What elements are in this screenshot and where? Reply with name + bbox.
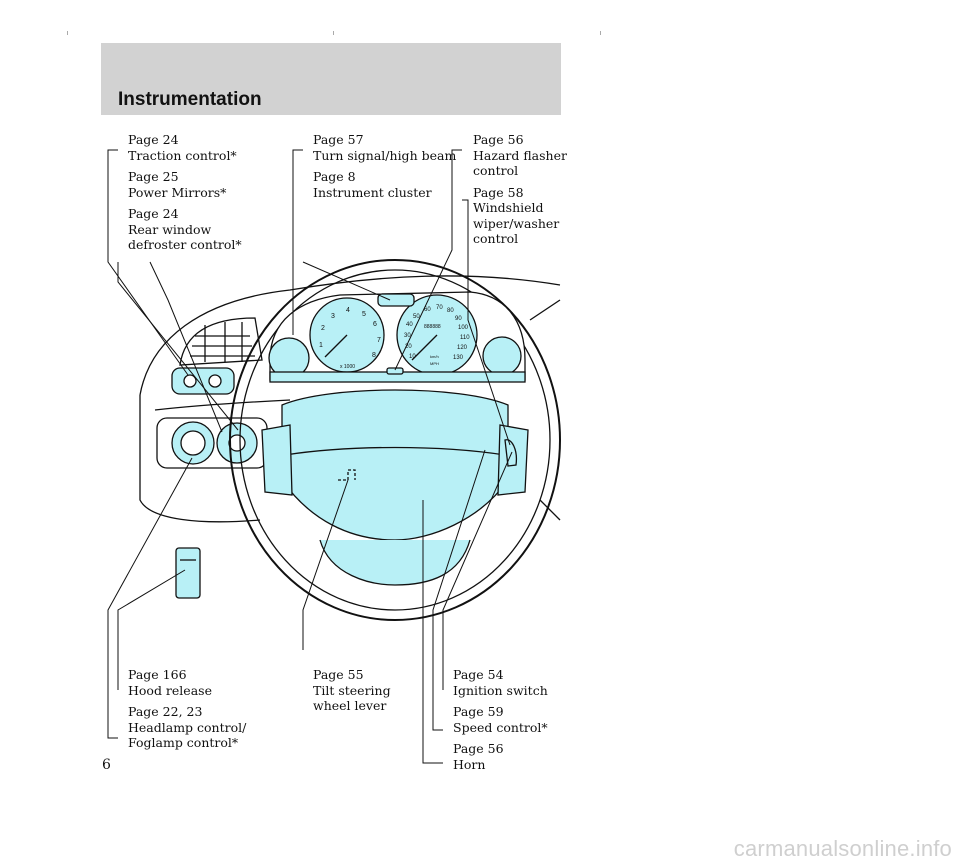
callout-turn-signal: Page 57 Turn signal/high beam bbox=[313, 132, 456, 163]
callout-label: Foglamp control* bbox=[128, 735, 239, 750]
callout-label: control bbox=[473, 231, 519, 246]
callout-label: Tilt steering bbox=[313, 682, 391, 698]
callout-rear-defroster: Page 24 Rear window defroster control* bbox=[128, 206, 242, 253]
callout-page: Page 166 bbox=[128, 667, 187, 682]
callout-windshield-wiper: Page 58 Windshield wiper/washer control bbox=[473, 185, 567, 247]
callout-label: Instrument cluster bbox=[313, 184, 432, 200]
callout-label: Hazard flasher bbox=[473, 147, 567, 163]
callout-group-top-center: Page 57 Turn signal/high beam Page 8 Ins… bbox=[313, 132, 456, 206]
callout-ignition-switch: Page 54 Ignition switch bbox=[453, 667, 548, 698]
speed-tick-50: 50 bbox=[413, 314, 420, 320]
speed-tick-130: 130 bbox=[453, 355, 464, 361]
callout-label: control bbox=[473, 163, 519, 178]
speed-tick-20: 20 bbox=[405, 344, 412, 350]
crop-mark bbox=[600, 31, 601, 35]
callout-page: Page 55 bbox=[313, 667, 364, 682]
speed-tick-120: 120 bbox=[457, 345, 468, 351]
tach-tick-8: 8 bbox=[372, 352, 376, 359]
callout-label: Ignition switch bbox=[453, 682, 548, 698]
callout-page: Page 56 bbox=[453, 741, 504, 756]
tach-tick-2: 2 bbox=[321, 325, 325, 332]
callout-horn: Page 56 Horn bbox=[453, 741, 548, 772]
hazard-button bbox=[386, 367, 404, 375]
callout-page: Page 54 bbox=[453, 667, 504, 682]
callout-label: Power Mirrors* bbox=[128, 184, 227, 200]
tach-tick-3: 3 bbox=[331, 313, 335, 320]
callout-page: Page 56 bbox=[473, 132, 524, 147]
speed-tick-70: 70 bbox=[436, 305, 443, 311]
callout-page: Page 24 bbox=[128, 206, 179, 221]
callout-label: Horn bbox=[453, 756, 486, 772]
speed-tick-60: 60 bbox=[424, 307, 431, 313]
callout-page: Page 25 bbox=[128, 169, 179, 184]
speed-tick-30: 30 bbox=[404, 333, 411, 339]
callout-page: Page 22, 23 bbox=[128, 704, 203, 719]
odometer: 888888 bbox=[424, 324, 441, 330]
callout-group-bottom-right: Page 54 Ignition switch Page 59 Speed co… bbox=[453, 667, 548, 778]
crop-mark bbox=[333, 31, 334, 35]
tach-tick-5: 5 bbox=[362, 311, 366, 318]
callout-label: Turn signal/high beam bbox=[313, 147, 457, 163]
steering-wheel bbox=[229, 259, 561, 621]
callout-hood-release: Page 166 Hood release bbox=[128, 667, 246, 698]
tach-unit: x 1000 bbox=[340, 364, 355, 370]
speed-tick-100: 100 bbox=[458, 325, 469, 331]
speed-tick-40: 40 bbox=[406, 322, 413, 328]
speed-unit-kmh: km/h bbox=[430, 354, 439, 359]
speed-tick-80: 80 bbox=[447, 308, 454, 314]
callout-label: wheel lever bbox=[313, 698, 387, 713]
callout-instrument-cluster: Page 8 Instrument cluster bbox=[313, 169, 456, 200]
speed-tick-90: 90 bbox=[455, 316, 462, 322]
callout-group-top-left: Page 24 Traction control* Page 25 Power … bbox=[128, 132, 242, 259]
speed-unit-mph: MPH bbox=[430, 361, 439, 366]
callout-group-bottom-left: Page 166 Hood release Page 22, 23 Headla… bbox=[128, 667, 246, 757]
callout-headlamp-control: Page 22, 23 Headlamp control/ Foglamp co… bbox=[128, 704, 246, 751]
callout-speed-control: Page 59 Speed control* bbox=[453, 704, 548, 735]
page-number: 6 bbox=[102, 757, 111, 773]
callout-label: Traction control* bbox=[128, 147, 237, 163]
speed-tick-10: 10 bbox=[409, 354, 416, 360]
callout-page: Page 59 bbox=[453, 704, 504, 719]
section-header: Instrumentation bbox=[101, 43, 561, 115]
tach-tick-6: 6 bbox=[373, 321, 377, 328]
callout-label: Speed control* bbox=[453, 719, 548, 735]
callout-page: Page 24 bbox=[128, 132, 179, 147]
callout-label: Headlamp control/ bbox=[128, 719, 247, 735]
callout-page: Page 8 bbox=[313, 169, 356, 184]
callout-page: Page 58 bbox=[473, 184, 524, 200]
tach-tick-7: 7 bbox=[377, 337, 381, 344]
callout-power-mirrors: Page 25 Power Mirrors* bbox=[128, 169, 242, 200]
callout-label: defroster control* bbox=[128, 237, 242, 252]
watermark: carmanualsonline.info bbox=[733, 836, 952, 861]
wiper-stalk bbox=[504, 439, 518, 467]
callout-label: Windshield bbox=[473, 200, 544, 215]
callout-label: wiper/washer bbox=[473, 215, 560, 231]
tach-tick-4: 4 bbox=[346, 307, 350, 314]
crop-mark bbox=[67, 31, 68, 35]
callout-traction-control: Page 24 Traction control* bbox=[128, 132, 242, 163]
callout-label: Hood release bbox=[128, 682, 212, 698]
callout-label: Rear window bbox=[128, 221, 212, 237]
section-title: Instrumentation bbox=[118, 89, 262, 110]
turn-signal-indicator bbox=[377, 293, 415, 307]
callout-page: Page 57 bbox=[313, 132, 364, 147]
tach-tick-1: 1 bbox=[319, 342, 323, 349]
callout-tilt-steering: Page 55 Tilt steering wheel lever bbox=[313, 667, 391, 714]
speed-tick-110: 110 bbox=[460, 335, 470, 341]
callout-hazard-flasher: Page 56 Hazard flasher control bbox=[473, 132, 567, 179]
callout-group-bottom-center: Page 55 Tilt steering wheel lever bbox=[313, 667, 391, 720]
callout-group-top-right: Page 56 Hazard flasher control Page 58 W… bbox=[473, 132, 567, 253]
